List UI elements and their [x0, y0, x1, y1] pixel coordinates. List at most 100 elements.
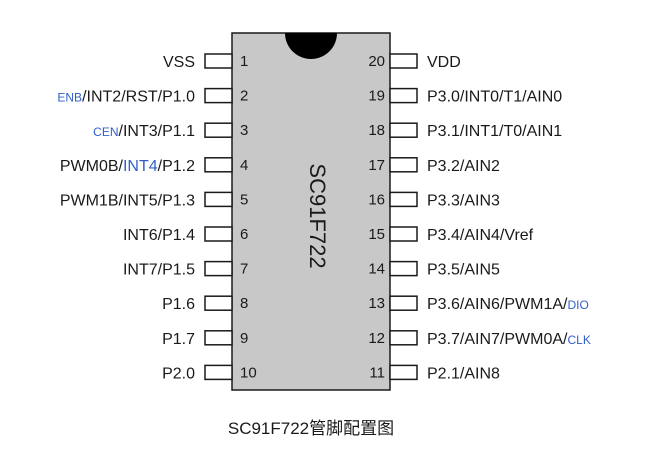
- left-pin-column: 1VSS2ENB/INT2/RST/P1.03CEN/INT3/P1.14PWM…: [57, 53, 256, 382]
- pin-number: 16: [368, 191, 385, 208]
- pin-lead: [389, 260, 418, 277]
- pin-13: 13 P3.6/AIN6/PWM1A/DIO: [368, 295, 589, 313]
- pin-lead: [389, 295, 418, 311]
- pin-lead: [204, 157, 233, 173]
- pin-label-part: /INT3/P1.1: [119, 123, 196, 140]
- pin-lead: [204, 295, 233, 311]
- pin-label-part: ENB: [57, 91, 82, 105]
- pin-lead: [204, 87, 233, 104]
- pin-19: 19 P3.0/INT0/T1/AIN0: [368, 88, 562, 106]
- pin-lead: [204, 53, 233, 69]
- pin-5: 5 PWM1B/INT5/P1.3: [60, 191, 249, 209]
- pin-label-part: /P1.2: [158, 158, 195, 175]
- pin-3: 3 CEN/INT3/P1.1: [93, 122, 248, 140]
- pin-lead: [204, 330, 233, 346]
- pin-9: 9P1.7: [162, 330, 248, 348]
- pin-2: 2 ENB/INT2/RST/P1.0: [57, 88, 248, 106]
- pin-label: P2.1/AIN8: [427, 365, 500, 382]
- pin-lead: [389, 226, 418, 242]
- pin-label: ENB/INT2/RST/P1.0: [57, 89, 195, 106]
- pin-lead: [389, 157, 418, 173]
- pin-label-part: P1.7: [162, 331, 195, 348]
- pin-label: PWM0B/INT4/P1.2: [60, 158, 195, 175]
- pin-11: 11 P2.1/AIN8: [369, 364, 500, 382]
- pin-7: 7 INT7/P1.5: [123, 261, 248, 279]
- pin-label-part: VDD: [427, 54, 461, 71]
- pin-number: 5: [240, 191, 248, 208]
- pin-number: 17: [368, 157, 385, 174]
- pin-label-part: P3.6/AIN6/PWM1A/: [427, 296, 568, 313]
- pin-number: 13: [368, 295, 385, 312]
- pin-label-part: /INT2/RST/P1.0: [82, 89, 195, 106]
- pin-lead: [204, 191, 233, 208]
- pin-label: P1.6: [162, 296, 195, 313]
- pin-number: 19: [368, 88, 385, 105]
- pin-number: 14: [368, 261, 385, 278]
- pin-15: 15 P3.4/AIN4/Vref: [368, 226, 533, 244]
- pin-label-part: P1.6: [162, 296, 195, 313]
- chip-body: [231, 32, 391, 391]
- pin-label: VSS: [163, 54, 195, 71]
- pin-lead: [204, 364, 233, 381]
- pin-number: 2: [240, 88, 248, 105]
- pin-number: 7: [240, 261, 248, 278]
- pin-label: CEN/INT3/P1.1: [93, 123, 195, 140]
- pin-number: 4: [240, 157, 248, 174]
- pin-label-part: INT4: [123, 158, 158, 175]
- pin-label-part: P3.5/AIN5: [427, 262, 500, 279]
- pin-18: 18 P3.1/INT1/T0/AIN1: [368, 122, 562, 140]
- pin-4: 4 PWM0B/INT4/P1.2: [60, 157, 249, 175]
- pin-8: 8 P1.6: [162, 295, 248, 313]
- pin-number: 11: [369, 364, 385, 381]
- pin-label: P1.7: [162, 331, 195, 348]
- pin-label: INT7/P1.5: [123, 262, 195, 279]
- pin-label-part: P2.1/AIN8: [427, 365, 500, 382]
- pin-label-part: P3.1/INT1/T0/AIN1: [427, 123, 562, 140]
- pin-label: VDD: [427, 54, 461, 71]
- pin-label-part: PWM0B/: [60, 158, 124, 175]
- pin-number: 15: [368, 226, 385, 243]
- pin-lead: [389, 122, 418, 138]
- pin-14: 14 P3.5/AIN5: [368, 261, 500, 279]
- pin-number: 18: [368, 122, 385, 139]
- chip-name: SC91F722: [305, 163, 330, 268]
- pin-number: 20: [368, 53, 385, 70]
- pin-label: PWM1B/INT5/P1.3: [60, 192, 195, 209]
- pin-label: P3.0/INT0/T1/AIN0: [427, 89, 562, 106]
- pin-20: 20 VDD: [368, 53, 460, 71]
- pin-label-part: P3.7/AIN7/PWM0A/: [427, 331, 568, 348]
- pin-number: 1: [240, 53, 248, 70]
- pin-label: P3.1/INT1/T0/AIN1: [427, 123, 562, 140]
- pin-lead: [204, 226, 233, 242]
- right-pin-column: 20 VDD 19 P3.0/INT0/T1/AIN0 18 P3.1/INT1/T0/A…: [368, 53, 591, 382]
- pin-label-part: P3.0/INT0/T1/AIN0: [427, 89, 562, 106]
- pin-lead: [204, 260, 233, 277]
- pin-number: 8: [240, 295, 248, 312]
- pin-lead: [389, 364, 418, 381]
- pin-label: P3.5/AIN5: [427, 262, 500, 279]
- pin-label: P3.6/AIN6/PWM1A/DIO: [427, 296, 589, 313]
- pin-lead: [389, 191, 418, 208]
- pin-label: P3.2/AIN2: [427, 158, 500, 175]
- pin-number: 3: [240, 122, 248, 139]
- pin-label-part: DIO: [568, 298, 589, 312]
- pin-lead: [389, 87, 418, 104]
- pin-label: P2.0: [162, 365, 195, 382]
- pin-label: INT6/P1.4: [123, 227, 195, 244]
- pin-label: P3.4/AIN4/Vref: [427, 227, 534, 244]
- diagram-caption: SC91F722管脚配置图: [228, 419, 394, 438]
- pin-lead: [204, 122, 233, 138]
- pin-label-part: CEN: [93, 125, 118, 139]
- pin-label-part: INT6/P1.4: [123, 227, 195, 244]
- pin-label-part: INT7/P1.5: [123, 262, 195, 279]
- pin-17: 17 P3.2/AIN2: [368, 157, 500, 175]
- chip-notch: [285, 33, 337, 59]
- pin-label-part: P2.0: [162, 365, 195, 382]
- pin-number: 10: [240, 364, 257, 381]
- pin-1: 1 VSS: [163, 53, 248, 71]
- pin-lead: [389, 330, 418, 346]
- pin-label-part: VSS: [163, 54, 195, 71]
